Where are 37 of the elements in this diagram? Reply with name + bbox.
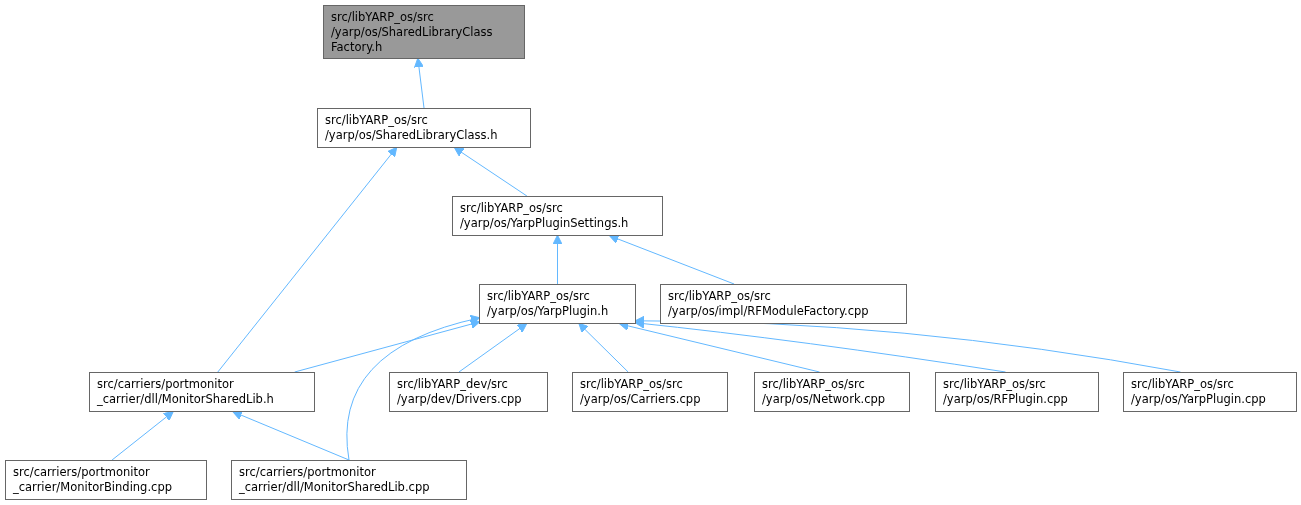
include-arrow — [552, 234, 563, 285]
include-arrow — [414, 57, 425, 109]
file-box — [231, 460, 467, 500]
file-path: src/carriers/portmonitor _carrier/MonitorBinding.cpp — [13, 465, 173, 495]
file-path: src/carriers/portmonitor _carrier/dll/MonitorSharedLib.cpp — [239, 465, 431, 495]
file-path: src/libYARP_os/src /yarp/os/Network.cpp — [762, 377, 887, 407]
file-box — [317, 108, 531, 148]
file-box — [935, 372, 1099, 412]
file-path: src/carriers/portmonitor _carrier/dll/MonitorSharedLib.h — [97, 377, 275, 407]
file-box — [89, 372, 315, 412]
include-arrow — [346, 315, 481, 461]
file-path: src/libYARP_os/src /yarp/os/SharedLibraryClass.h — [325, 113, 499, 143]
file-box — [660, 284, 907, 324]
include-arrow — [111, 411, 174, 461]
highlighted-file-box — [323, 5, 525, 59]
file-box — [572, 372, 728, 412]
file-path: src/libYARP_os/src /yarp/os/impl/RFModuleFactory.cpp — [668, 289, 870, 319]
file-path: src/libYARP_os/src /yarp/os/YarpPluginSettings.h — [460, 201, 630, 231]
include-arrow — [217, 146, 398, 373]
include-arrow — [294, 319, 481, 373]
file-path: src/libYARP_os/src /yarp/os/YarpPlugin.cpp — [1131, 377, 1267, 407]
file-box — [479, 284, 636, 324]
file-box — [1123, 372, 1297, 412]
file-path: src/libYARP_os/src /yarp/os/Carriers.cpp — [580, 377, 702, 407]
file-box — [452, 196, 663, 236]
include-arrow — [578, 322, 629, 373]
file-path: src/libYARP_os/src /yarp/os/YarpPlugin.h — [487, 289, 610, 319]
file-box — [754, 372, 910, 412]
file-box — [5, 460, 207, 500]
file-path: src/libYARP_os/src /yarp/os/RFPlugin.cpp — [943, 377, 1069, 407]
file-path: src/libYARP_os/src /yarp/os/SharedLibraryClass Factory.h — [331, 9, 494, 55]
include-arrow — [458, 323, 528, 373]
file-box — [389, 372, 548, 412]
include-arrow — [453, 147, 528, 197]
file-path: src/libYARP_dev/src /yarp/dev/Drivers.cpp — [397, 377, 523, 407]
include-arrow — [232, 410, 350, 461]
include-arrow — [608, 234, 735, 285]
